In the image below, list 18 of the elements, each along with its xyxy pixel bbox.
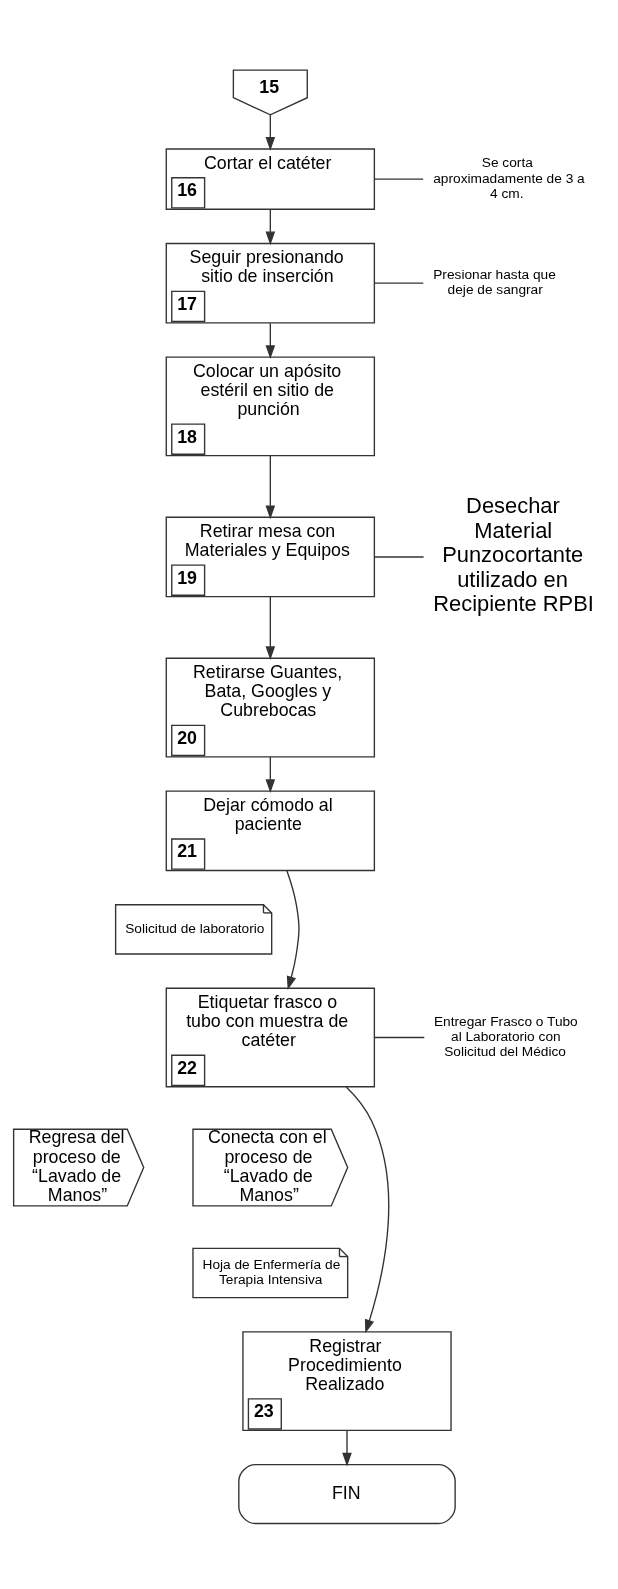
arrow (342, 1429, 352, 1467)
arrow (286, 869, 300, 991)
connector (373, 178, 424, 180)
connector (373, 282, 424, 284)
node-text: Entregar Frasco o Tubo al Laboratorio con Solicitud del Médico (433, 1013, 578, 1059)
node-box: FIN (238, 1463, 456, 1525)
arrow (265, 596, 276, 660)
node-text: Se corta aproximadamente de 3 a 4 cm. (433, 155, 585, 201)
connector (373, 1036, 425, 1039)
connector (373, 556, 425, 558)
arrow (345, 1086, 390, 1334)
arrow (265, 208, 276, 246)
arrow (265, 756, 276, 793)
arrow (265, 114, 276, 151)
arrow (265, 455, 276, 520)
arrow (265, 322, 276, 360)
node-text: Desechar Material Punzocortante utilizado en Recipiente RPBI (433, 492, 594, 617)
node-text: Presionar hasta que deje de sangrar (433, 267, 556, 298)
